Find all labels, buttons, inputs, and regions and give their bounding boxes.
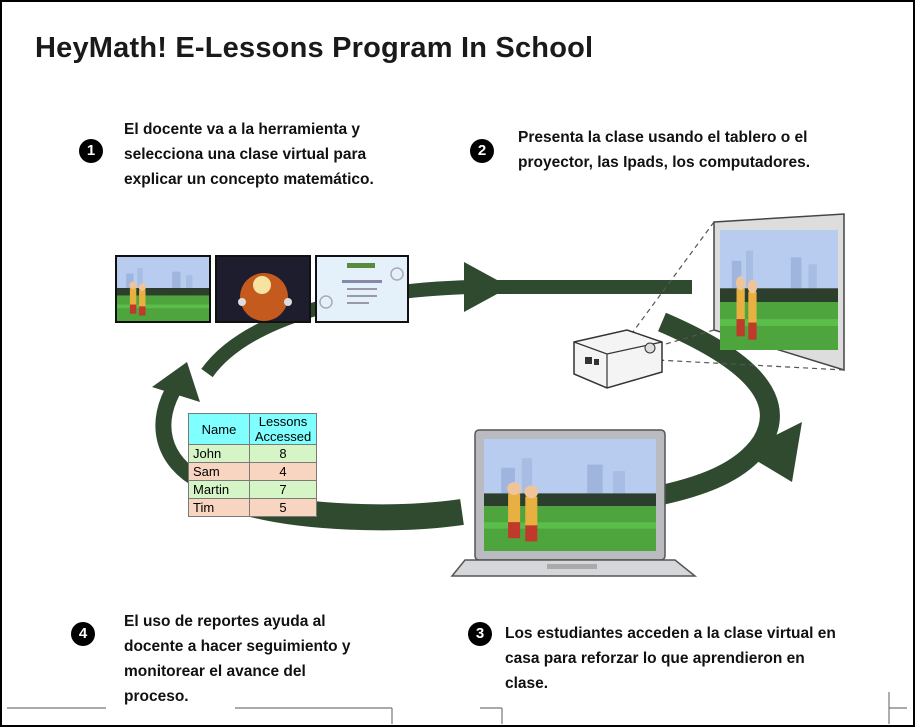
step-3-badge: 3 <box>468 622 492 646</box>
step-4-text: El uso de reportes ayuda al docente a ha… <box>124 609 351 709</box>
step-4-badge: 4 <box>71 622 95 646</box>
col-header-name: Name <box>188 413 250 445</box>
col-header-lessons: Lessons Accessed <box>249 413 317 445</box>
projector-icon <box>573 329 663 389</box>
report-table: Name Lessons Accessed John 8 Sam 4 Marti… <box>188 413 317 517</box>
lessons-cell: 8 <box>249 444 317 463</box>
table-header-row: Name Lessons Accessed <box>188 413 317 445</box>
table-row: Martin 7 <box>188 480 317 499</box>
step-3-line: clase. <box>505 675 549 692</box>
step-3-line: casa para reforzar lo que aprendieron en <box>505 650 805 667</box>
col-header-name-text: Name <box>201 421 237 437</box>
table-row: John 8 <box>188 444 317 463</box>
lessons-cell: 4 <box>249 462 317 481</box>
step-4-line: monitorear el avance del <box>124 663 306 680</box>
step-2-text: Presenta la clase usando el tablero o el… <box>518 125 810 175</box>
step-1-line: explicar un concepto matemático. <box>124 171 374 188</box>
step-3-text: Los estudiantes acceden a la clase virtu… <box>505 621 836 696</box>
step-3-line: Los estudiantes acceden a la clase virtu… <box>505 625 836 642</box>
step-2-line: proyector, las Ipads, los computadores. <box>518 154 811 171</box>
lessons-cell: 5 <box>249 498 317 517</box>
table-row: Tim 5 <box>188 498 317 517</box>
step-4-line: proceso. <box>124 688 189 705</box>
report-table-wrap: Name Lessons Accessed John 8 Sam 4 Marti… <box>188 413 317 517</box>
step-1-line: selecciona una clase virtual para <box>124 146 367 163</box>
step-2-line: Presenta la clase usando el tablero o el <box>518 129 808 146</box>
name-cell: Sam <box>188 462 250 481</box>
lesson-thumbnails-icon <box>115 255 409 323</box>
step-1-line: El docente va a la herramienta y <box>124 121 361 138</box>
table-row: Sam 4 <box>188 462 317 481</box>
name-cell: Martin <box>188 480 250 499</box>
name-cell: Tim <box>188 498 250 517</box>
projection-screen-icon <box>626 213 845 372</box>
col-header-lessons-line: Lessons <box>258 414 308 429</box>
col-header-lessons-line: Accessed <box>254 429 312 444</box>
step-1-text: El docente va a la herramienta y selecci… <box>124 117 374 192</box>
step-4-line: El uso de reportes ayuda al <box>124 613 326 630</box>
page-title: HeyMath! E-Lessons Program In School <box>35 32 594 64</box>
step-2-badge: 2 <box>470 139 494 163</box>
step-1-badge: 1 <box>79 139 103 163</box>
name-cell: John <box>188 444 250 463</box>
step-4-line: docente a hacer seguimiento y <box>124 638 351 655</box>
laptop-icon <box>450 429 698 577</box>
lessons-cell: 7 <box>249 480 317 499</box>
